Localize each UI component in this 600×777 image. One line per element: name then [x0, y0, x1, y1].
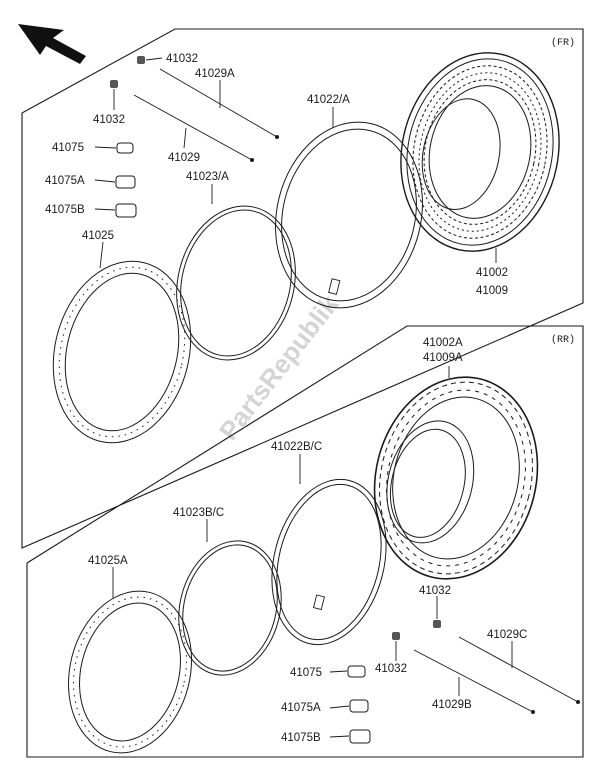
- front-rim: [52, 260, 192, 444]
- front-panel-outline: [21, 28, 584, 549]
- rear-section-tag: (RR): [551, 334, 575, 346]
- rear-valve-cap-b: [392, 632, 400, 640]
- label-41029-front: 41029: [168, 152, 200, 164]
- front-section-tag: (FR): [551, 37, 575, 49]
- front-spoke-41029a: [159, 68, 279, 139]
- label-41023a-front: 41023/A: [186, 171, 229, 183]
- label-41032-rear-b: 41032: [375, 663, 407, 675]
- label-41029b-rear: 41029B: [432, 699, 472, 711]
- label-41002a-rear: 41002A: [423, 337, 463, 349]
- label-41023bc-rear: 41023B/C: [173, 507, 224, 519]
- label-41075a-rear: 41075A: [281, 702, 321, 714]
- rear-panel-outline: [26, 325, 584, 758]
- label-41009a-rear: 41009A: [423, 352, 463, 364]
- rear-rim-band: [178, 540, 282, 676]
- rear-rim: [67, 590, 193, 754]
- label-41075-front: 41075: [52, 142, 84, 154]
- label-41025a-rear: 41025A: [88, 555, 128, 567]
- front-valve-cap-a: [137, 56, 145, 64]
- label-41032-front-b: 41032: [93, 114, 125, 126]
- front-valve-cap-b: [110, 80, 118, 88]
- front-spoke-41029: [133, 94, 254, 162]
- label-41075b-rear: 41075B: [281, 732, 321, 744]
- label-41022bc-rear: 41022B/C: [271, 441, 322, 453]
- label-41075-rear: 41075: [290, 667, 322, 679]
- label-41075a-front: 41075A: [45, 175, 85, 187]
- rear-spoke-41029c: [458, 636, 580, 704]
- watermark: PartsRepublik: [213, 289, 345, 446]
- front-nipple-a: [115, 175, 136, 189]
- label-41002-front: 41002: [476, 267, 508, 279]
- rear-valve-cap-a: [433, 620, 441, 628]
- front-rim-band: [176, 205, 296, 361]
- front-tube: [275, 121, 423, 309]
- label-41029c-rear: 41029C: [487, 629, 527, 641]
- front-nipple: [116, 142, 134, 154]
- label-41032-rear-a: 41032: [419, 585, 451, 597]
- rear-nipple: [347, 665, 366, 678]
- label-41029a-front: 41029A: [195, 68, 235, 80]
- rear-tube: [271, 478, 387, 646]
- front-tire: [400, 52, 560, 252]
- label-41022a-front: 41022/A: [307, 94, 350, 106]
- front-nipple-b: [115, 203, 137, 218]
- label-41009-front: 41009: [476, 285, 508, 297]
- label-41025-front: 41025: [82, 230, 114, 242]
- label-41032-front-a: 41032: [166, 53, 198, 65]
- direction-arrow-icon: [18, 24, 86, 64]
- rear-nipple-a: [349, 699, 369, 713]
- label-41075b-front: 41075B: [45, 204, 85, 216]
- rear-spoke-41029b: [413, 649, 535, 714]
- rear-nipple-b: [349, 729, 371, 744]
- rear-tire: [373, 376, 539, 580]
